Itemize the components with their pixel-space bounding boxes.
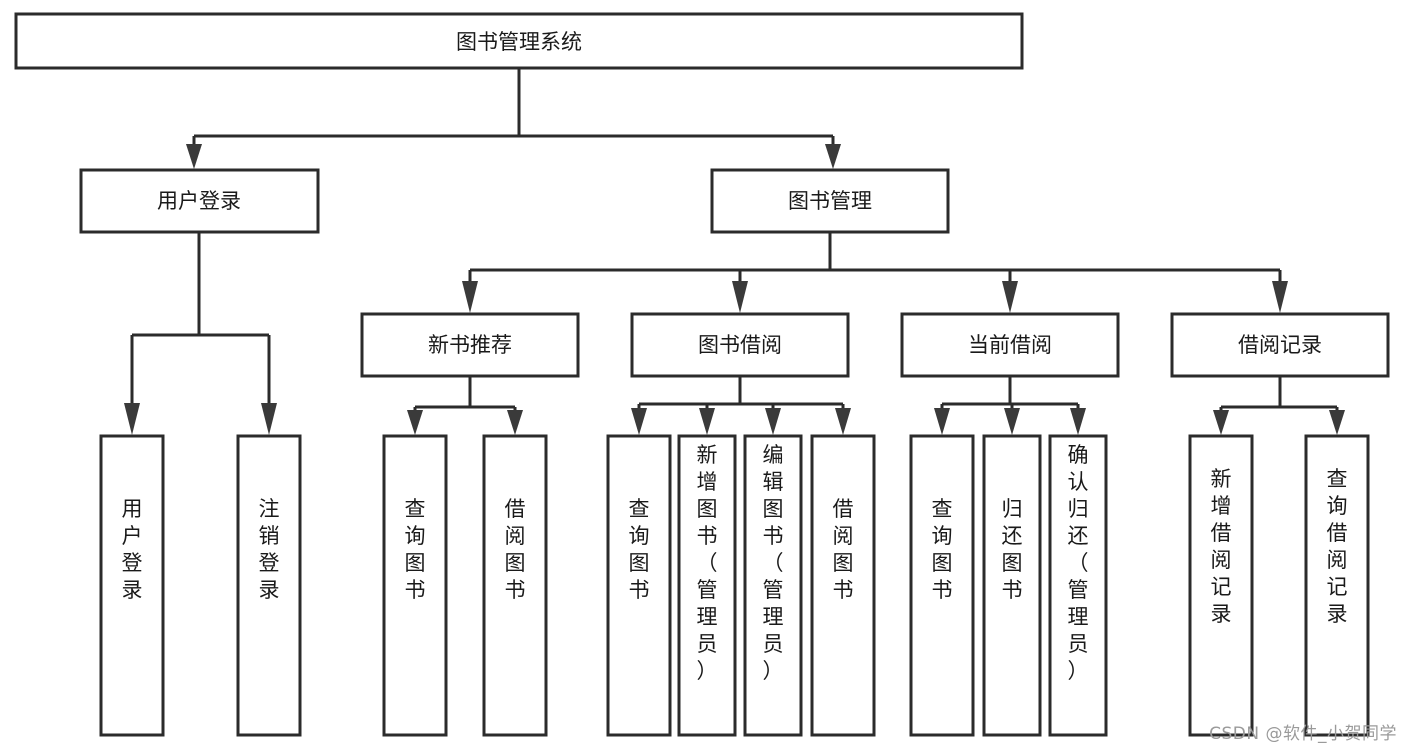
node-book-management[interactable]: 图书管理	[710, 168, 950, 234]
node-leaf-logout-label: 注销登录	[259, 497, 280, 602]
node-leaf-query-book-3-box[interactable]	[909, 434, 975, 737]
node-leaf-borrow-book-2-box[interactable]	[810, 434, 876, 737]
node-borrow-record-box[interactable]	[1170, 312, 1390, 378]
node-leaf-edit-book-admin-box[interactable]	[743, 434, 803, 737]
node-current-borrow[interactable]: 当前借阅	[900, 312, 1120, 378]
node-book-borrow[interactable]: 图书借阅	[630, 312, 850, 378]
node-leaf-query-book-1[interactable]: 查询图书	[382, 434, 448, 737]
node-leaf-edit-book-admin[interactable]: 编辑图书（管理员）	[743, 434, 803, 737]
node-leaf-query-book-3-label: 查询图书	[932, 497, 953, 602]
node-leaf-borrow-book-1-label: 借阅图书	[505, 497, 526, 602]
node-leaf-query-record-box[interactable]	[1304, 434, 1370, 737]
node-user-login-box[interactable]	[79, 168, 320, 234]
node-leaf-confirm-return-admin-box[interactable]	[1048, 434, 1108, 737]
arrow-head-leaf-query-book-2	[631, 408, 647, 435]
node-root[interactable]: 图书管理系统	[14, 12, 1024, 70]
node-leaf-logout-box[interactable]	[236, 434, 302, 737]
arrow-head-current	[1002, 281, 1018, 313]
node-borrow-record[interactable]: 借阅记录	[1170, 312, 1390, 378]
node-root-box[interactable]	[14, 12, 1024, 70]
node-leaf-query-record-label: 查询借阅记录	[1327, 467, 1348, 626]
node-leaf-add-book-admin-label: 新增图书（管理员）	[697, 443, 718, 683]
node-leaf-query-book-1-box[interactable]	[382, 434, 448, 737]
arrow-head-login	[186, 144, 202, 169]
node-current-borrow-box[interactable]	[900, 312, 1120, 378]
arrow-head-newbook	[462, 281, 478, 313]
node-leaf-user-login-label: 用户登录	[122, 497, 143, 602]
node-leaf-confirm-return-admin-label: 确认归还（管理员）	[1068, 443, 1089, 683]
node-leaf-query-book-2-box[interactable]	[606, 434, 672, 737]
node-leaf-query-book-2[interactable]: 查询图书	[606, 434, 672, 737]
connector-layer	[124, 68, 1345, 435]
arrow-head-leaf-query-book-1	[407, 410, 423, 435]
node-leaf-return-book[interactable]: 归还图书	[982, 434, 1042, 737]
arrow-head-leaf-borrow-book-2	[835, 408, 851, 435]
node-leaf-query-book-1-label: 查询图书	[405, 497, 426, 602]
node-leaf-return-book-label: 归还图书	[1002, 497, 1023, 602]
node-new-book-recommend-label: 新书推荐	[428, 333, 512, 357]
arrow-head-leaf-logout	[261, 403, 277, 435]
node-leaf-add-book-admin-box[interactable]	[677, 434, 737, 737]
arrow-head-leaf-query-book-3	[934, 408, 950, 435]
node-leaf-borrow-book-1-box[interactable]	[482, 434, 548, 737]
node-current-borrow-label: 当前借阅	[968, 333, 1052, 357]
node-leaf-query-record[interactable]: 查询借阅记录	[1304, 434, 1370, 737]
node-borrow-record-label: 借阅记录	[1238, 333, 1322, 357]
arrow-head-leaf-add-book-admin	[699, 408, 715, 435]
node-root-label: 图书管理系统	[456, 30, 582, 54]
node-leaf-confirm-return-admin[interactable]: 确认归还（管理员）	[1048, 434, 1108, 737]
arrow-head-leaf-user-login	[124, 403, 140, 435]
node-book-borrow-label: 图书借阅	[698, 333, 782, 357]
node-new-book-recommend-box[interactable]	[360, 312, 580, 378]
arrow-head-leaf-borrow-book-1	[507, 410, 523, 435]
node-leaf-user-login-box[interactable]	[99, 434, 165, 737]
node-leaf-borrow-book-2[interactable]: 借阅图书	[810, 434, 876, 737]
node-leaf-borrow-book-2-label: 借阅图书	[833, 497, 854, 602]
node-leaf-logout[interactable]: 注销登录	[236, 434, 302, 737]
node-leaf-borrow-book-1[interactable]: 借阅图书	[482, 434, 548, 737]
node-leaf-edit-book-admin-label: 编辑图书（管理员）	[763, 443, 784, 683]
node-new-book-recommend[interactable]: 新书推荐	[360, 312, 580, 378]
node-leaf-add-record-label: 新增借阅记录	[1211, 467, 1232, 626]
arrow-head-leaf-confirm-return-admin	[1070, 408, 1086, 435]
arrow-head-record	[1272, 281, 1288, 313]
node-book-management-label: 图书管理	[788, 189, 872, 213]
arrow-head-leaf-add-record	[1213, 410, 1229, 435]
arrow-head-leaf-query-record	[1329, 410, 1345, 435]
node-user-login[interactable]: 用户登录	[79, 168, 320, 234]
arrow-head-leaf-edit-book-admin	[765, 408, 781, 435]
node-user-login-label: 用户登录	[157, 189, 241, 213]
node-leaf-return-book-box[interactable]	[982, 434, 1042, 737]
arrow-head-leaf-return-book	[1004, 408, 1020, 435]
node-leaf-query-book-2-label: 查询图书	[629, 497, 650, 602]
node-leaf-user-login[interactable]: 用户登录	[99, 434, 165, 737]
node-leaf-add-book-admin[interactable]: 新增图书（管理员）	[677, 434, 737, 737]
node-leaf-add-record[interactable]: 新增借阅记录	[1188, 434, 1254, 737]
node-leaf-add-record-box[interactable]	[1188, 434, 1254, 737]
node-leaf-query-book-3[interactable]: 查询图书	[909, 434, 975, 737]
node-book-management-box[interactable]	[710, 168, 950, 234]
arrow-head-bookmgmt	[825, 144, 841, 169]
node-book-borrow-box[interactable]	[630, 312, 850, 378]
arrow-head-borrow	[732, 281, 748, 313]
csdn-watermark: CSDN @软件_小贺同学	[1209, 724, 1397, 744]
